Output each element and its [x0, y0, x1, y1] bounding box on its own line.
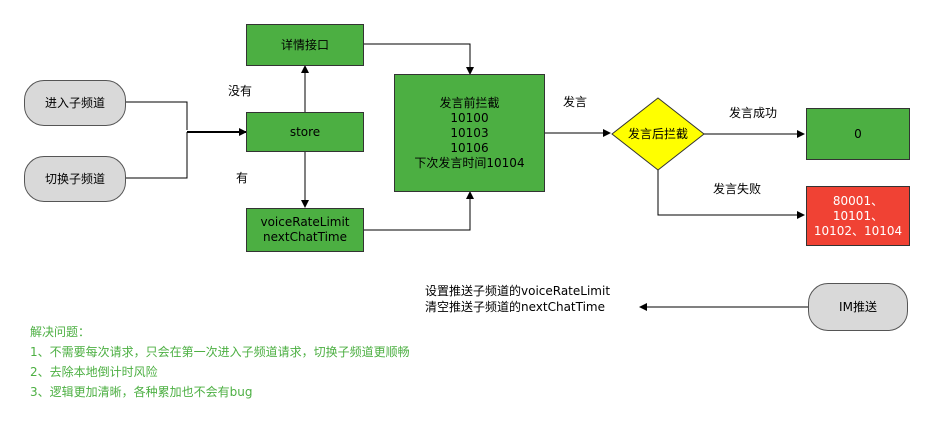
enter-sub-channel-node: 进入子频道 — [24, 80, 126, 126]
store-fields-node: voiceRateLimit nextChatTime — [246, 208, 364, 252]
solution-item: 1、不需要每次请求，只会在第一次进入子频道请求，切换子频道更顺畅 — [30, 345, 410, 359]
post-intercept-label: 发言后拦截 — [627, 126, 688, 141]
fail-code: 10102、10104 — [813, 223, 903, 238]
detail-api-label: 详情接口 — [280, 37, 329, 52]
im-push-note-line: 清空推送子频道的nextChatTime — [425, 300, 605, 314]
solution-notes: 解决问题： 1、不需要每次请求，只会在第一次进入子频道请求，切换子频道更顺畅 2… — [30, 322, 410, 402]
edge-label-success: 发言成功 — [729, 106, 778, 120]
im-push-note: 设置推送子频道的voiceRateLimit 清空推送子频道的nextChatT… — [425, 283, 610, 315]
success-code: 0 — [854, 126, 862, 141]
im-push-note-line: 设置推送子频道的voiceRateLimit — [425, 284, 611, 298]
pre-intercept-code: 10100 — [450, 110, 489, 125]
solution-item: 2、去除本地倒计时风险 — [30, 365, 158, 379]
voice-rate-limit-label: voiceRateLimit — [260, 215, 350, 229]
fail-code: 10101、 — [832, 208, 884, 223]
post-intercept-label-wrap: 发言后拦截 — [612, 98, 704, 170]
edge-label-fail: 发言失败 — [713, 182, 762, 196]
switch-sub-channel-label: 切换子频道 — [44, 171, 105, 186]
next-chat-time-label: nextChatTime — [263, 230, 347, 244]
switch-sub-channel-node: 切换子频道 — [24, 156, 126, 202]
fail-code: 80001、 — [832, 193, 884, 208]
im-push-label: IM推送 — [839, 299, 877, 314]
pre-intercept-node: 发言前拦截 10100 10103 10106 下次发言时间10104 — [394, 74, 545, 192]
edge-switch-to-merge — [126, 132, 188, 179]
edge-label-yes: 有 — [236, 171, 249, 185]
fail-node: 80001、 10101、 10102、10104 — [806, 186, 910, 246]
enter-sub-channel-label: 进入子频道 — [44, 95, 105, 110]
edge-enter-to-merge — [126, 101, 188, 130]
edge-label-no: 没有 — [228, 84, 253, 98]
success-node: 0 — [806, 108, 910, 160]
solution-title: 解决问题： — [30, 325, 91, 339]
edge-cache-to-pre — [364, 191, 474, 231]
store-node: store — [246, 112, 364, 152]
store-label: store — [289, 124, 321, 139]
edge-post-to-fail — [657, 170, 805, 219]
solution-item: 3、逻辑更加清晰，各种累加也不会有bug — [30, 385, 253, 399]
pre-intercept-code: 10103 — [450, 125, 489, 140]
im-push-node: IM推送 — [808, 283, 908, 331]
edge-label-speak: 发言 — [563, 95, 588, 109]
edge-detail-to-pre — [364, 43, 474, 75]
pre-intercept-code: 10106 — [450, 140, 489, 155]
detail-api-node: 详情接口 — [246, 24, 364, 66]
pre-intercept-next-time: 下次发言时间10104 — [414, 155, 525, 170]
pre-intercept-title: 发言前拦截 — [439, 95, 500, 110]
